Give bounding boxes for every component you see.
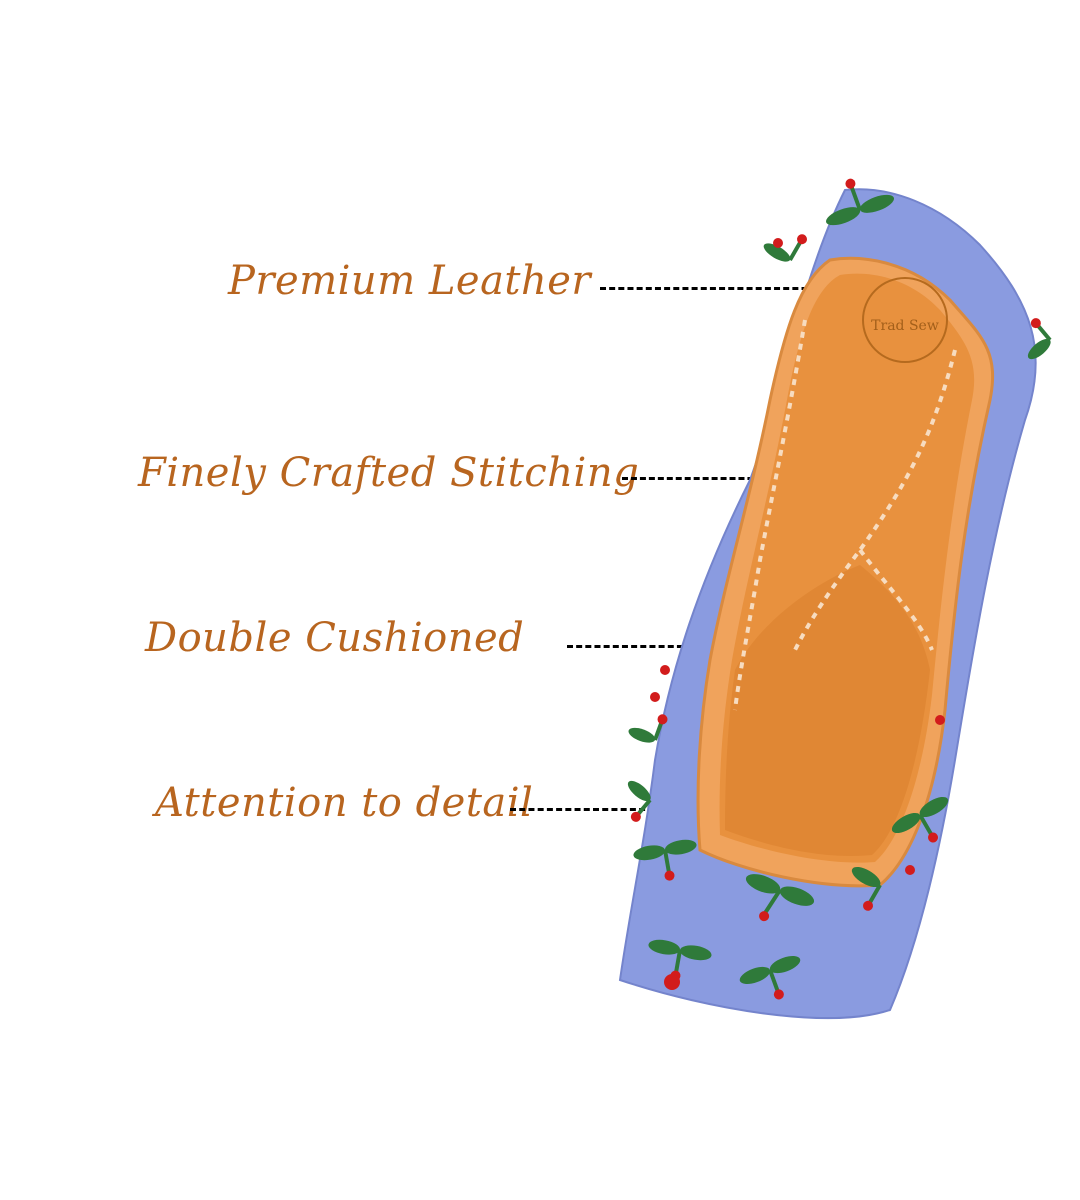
- callout-premium-leather: Premium Leather: [228, 258, 592, 304]
- leaf-motif: [745, 874, 815, 922]
- leaf-motif: [851, 866, 882, 911]
- stitching-line-cross: [858, 548, 934, 651]
- stitching-line-left: [733, 319, 807, 711]
- bead: [905, 865, 915, 875]
- callout-attention-to-detail: Attention to detail: [155, 780, 534, 826]
- leaf-motif: [628, 714, 668, 743]
- leader-line-attention-to-detail: [510, 808, 682, 811]
- bead: [660, 665, 670, 675]
- callout-finely-crafted-stitching: Finely Crafted Stitching: [138, 450, 640, 496]
- leaf-motif: [739, 955, 801, 1000]
- leaf-motif: [891, 796, 949, 843]
- leaf-motif: [633, 839, 697, 881]
- leader-line-finely-crafted-stitching: [622, 477, 852, 480]
- insole-shadow: [725, 565, 930, 856]
- leaf-motif: [763, 234, 807, 262]
- leaf-motif: [627, 780, 652, 822]
- bead: [773, 238, 783, 248]
- callout-double-cushioned: Double Cushioned: [145, 615, 525, 661]
- leaf-motif: [826, 178, 894, 226]
- leader-line-premium-leather: [600, 287, 835, 290]
- brand-logo: Trad Sew: [862, 277, 948, 363]
- stitching-line-right: [793, 349, 957, 651]
- embroidery-motifs: [627, 178, 1052, 1000]
- leaf-motif: [1027, 318, 1052, 360]
- bead: [664, 974, 680, 990]
- bead: [650, 692, 660, 702]
- jutti-shoe-illustration: Trad Sew: [618, 178, 1052, 1020]
- brand-logo-text: Trad Sew: [871, 318, 939, 334]
- bead: [935, 715, 945, 725]
